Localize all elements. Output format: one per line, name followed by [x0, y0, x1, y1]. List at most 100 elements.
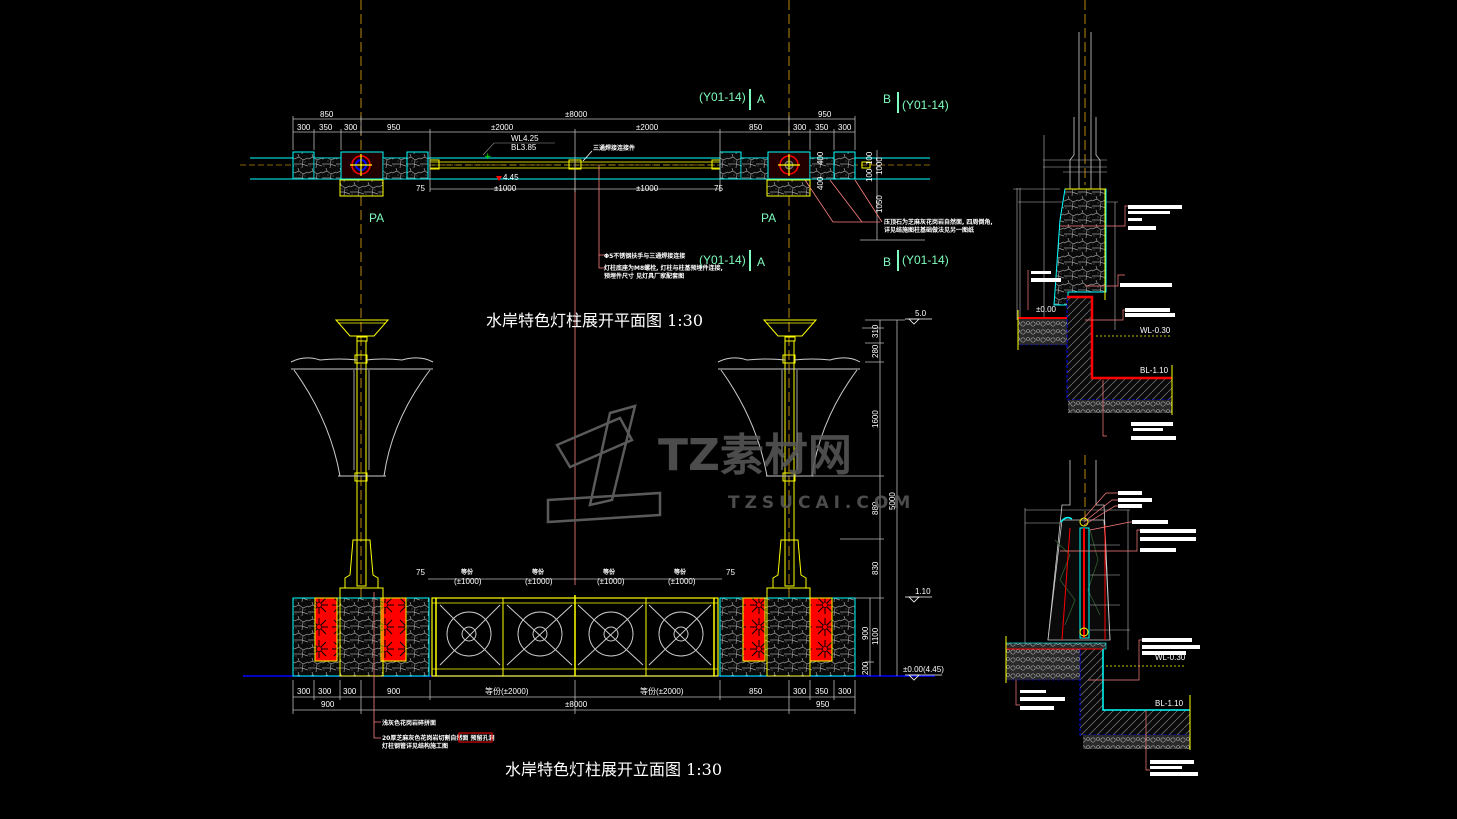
plan-right-vertical-dims: 400 100 400 100 1050 1000 [816, 151, 884, 213]
svg-text:(±1000): (±1000) [668, 577, 696, 586]
plan-dim: 350 [815, 123, 829, 132]
pillar-note-1: 压顶石为芝麻灰花岗岩自然面, 四周倒角, [884, 218, 993, 226]
plan-dim: ±2000 [636, 123, 659, 132]
red-tile-panel [314, 597, 338, 662]
plan-pillar-small [406, 151, 429, 180]
svg-text:等份: 等份 [673, 568, 687, 576]
svg-text:310: 310 [871, 324, 880, 338]
svg-text:400: 400 [816, 176, 825, 190]
pipe-note-3: 预埋件尺寸 见灯具厂家配套图 [604, 272, 684, 280]
svg-text:300: 300 [318, 687, 332, 696]
section-level-upper-wl: WL-0.30 [1140, 326, 1171, 335]
elevation-note-3: 灯柱钢管详见结构施工图 [382, 742, 448, 750]
svg-text:300: 300 [297, 687, 311, 696]
elevation-triangle-icon [496, 176, 502, 181]
svg-text:等份: 等份 [460, 568, 474, 576]
svg-text:350: 350 [815, 687, 829, 696]
plan-dim: 850 [749, 123, 763, 132]
svg-text:300: 300 [793, 687, 807, 696]
svg-text:200: 200 [861, 661, 870, 675]
red-tile-panel [380, 597, 407, 662]
elevation-bottom-dims: 300 300 300 900 等份(±2000) 等份(±2000) 850 … [297, 686, 852, 709]
stone-base-left [292, 597, 430, 677]
watermark-brand: TZ素材网 [658, 430, 852, 481]
svg-text:400: 400 [816, 151, 825, 165]
level-top: 5.0 [915, 309, 927, 318]
svg-text:等份: 等份 [531, 568, 545, 576]
elevation-view [243, 318, 942, 739]
watermark-url: TZSUCAI.COM [728, 493, 915, 513]
pillar-label-right: PA [761, 211, 776, 225]
section-tag-b-top-letter: B [883, 92, 891, 106]
plan-dim: 300 [344, 123, 358, 132]
plan-elevation-mark: 4.45 [503, 173, 519, 182]
railing-ornament [439, 604, 712, 666]
svg-text:830: 830 [871, 561, 880, 575]
plan-bottom-level: BL3.85 [511, 143, 537, 152]
railing-division-labels: 等份 (±1000) 等份 (±1000) 等份 (±1000) 等份 (±10… [454, 568, 696, 586]
pipe-note-1: Φ5不锈钢扶手与三通焊接连接 [604, 252, 685, 260]
plan-dim-bottom: ±1000 [494, 184, 517, 193]
end-gap-left: 75 [416, 568, 425, 577]
watermark-logo-icon [546, 404, 662, 524]
plan-dim-top-middle: ±8000 [565, 110, 588, 119]
svg-text:(±1000): (±1000) [525, 577, 553, 586]
pillar-label-left: PA [369, 211, 384, 225]
plan-title: 水岸特色灯柱展开平面图 1:30 [486, 311, 703, 330]
svg-text:(±1000): (±1000) [454, 577, 482, 586]
plan-dim-top-left: 850 [320, 110, 334, 119]
level-mid: 1.10 [915, 587, 931, 596]
section-level-ground: ±0.00 [1036, 305, 1057, 314]
plan-dim: 950 [387, 123, 401, 132]
plan-dim: 300 [297, 123, 311, 132]
svg-text:(±1000): (±1000) [597, 577, 625, 586]
plan-dim: 350 [319, 123, 333, 132]
pillar-note-2: 详见结施图柱基础做法见另一图纸 [884, 226, 974, 234]
svg-text:300: 300 [838, 687, 852, 696]
plan-dim-bottom: ±1000 [636, 184, 659, 193]
plan-water-level: WL4.25 [511, 134, 539, 143]
plan-dim-top-right: 950 [818, 110, 832, 119]
svg-text:950: 950 [816, 700, 830, 709]
section-detail-upper [1013, 32, 1182, 440]
plan-pillar-small [719, 151, 742, 180]
elevation-title: 水岸特色灯柱展开立面图 1:30 [505, 760, 722, 779]
axis-lines [360, 0, 1086, 600]
watermark: TZ素材网 TZSUCAI.COM [546, 404, 915, 524]
svg-text:280: 280 [871, 344, 880, 358]
level-symbols [905, 318, 942, 681]
highlight-box [458, 732, 493, 743]
svg-text:1050: 1050 [875, 195, 884, 213]
plan-pillar-small [833, 151, 856, 180]
svg-text:5000: 5000 [888, 492, 897, 510]
pipe-note-2: 灯柱底座为M8螺栓, 灯柱与柱基预埋件连接, [604, 264, 723, 272]
svg-text:1100: 1100 [871, 627, 880, 645]
svg-text:1600: 1600 [871, 410, 880, 428]
svg-text:880: 880 [871, 501, 880, 515]
plan-dim: 300 [838, 123, 852, 132]
plan-dim-bottom: 75 [714, 184, 723, 193]
section-level-lower-bl: BL-1.10 [1155, 699, 1184, 708]
section-tag-a-bottom: (Y01-14) [699, 253, 746, 267]
plan-view: + [240, 89, 930, 271]
stone-base-right [719, 597, 856, 677]
elevation-right-dims: 310 280 1600 880 830 900 200 1100 5000 [861, 324, 897, 675]
section-tag-a-bottom-letter: A [757, 255, 765, 269]
plan-dim: 300 [793, 123, 807, 132]
section-tag-b-bottom: (Y01-14) [902, 253, 949, 267]
section-level-upper-bl: BL-1.10 [1140, 366, 1169, 375]
section-tag-b-bottom-letter: B [883, 255, 891, 269]
section-detail-lower [1005, 460, 1200, 776]
svg-text:1000: 1000 [875, 157, 884, 175]
plus-mark: + [484, 152, 492, 162]
red-tile-panel [809, 597, 833, 662]
end-gap-right: 75 [726, 568, 735, 577]
svg-text:900: 900 [387, 687, 401, 696]
railing-joint-note: 三通焊接连接件 [593, 144, 635, 152]
svg-text:900: 900 [861, 626, 870, 640]
plan-pillar-small [292, 151, 315, 180]
section-level-lower-wl: WL-0.30 [1155, 653, 1186, 662]
railing-elevation [431, 595, 719, 677]
svg-text:100: 100 [865, 151, 874, 165]
